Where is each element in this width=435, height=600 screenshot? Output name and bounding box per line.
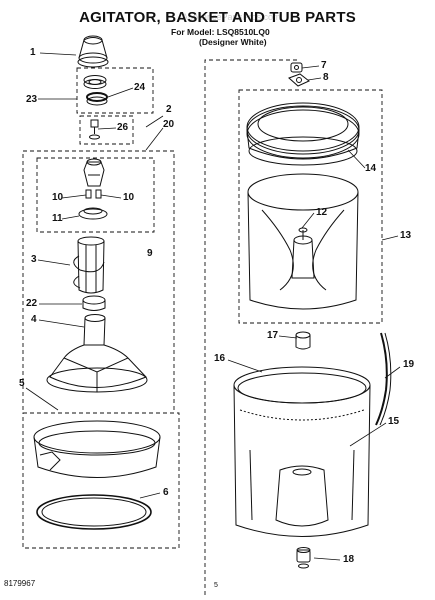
callout-13[interactable]: 13 (400, 230, 412, 241)
part-outer-tub (234, 367, 370, 537)
callout-9[interactable]: 9 (147, 248, 153, 259)
callout-3[interactable]: 3 (31, 254, 37, 265)
part-basket (248, 174, 358, 309)
callout-19[interactable]: 19 (403, 359, 415, 370)
connector-line (205, 60, 300, 595)
part-seal-24 (87, 93, 107, 105)
part-hose-19 (376, 333, 391, 425)
callout-24[interactable]: 24 (134, 82, 146, 93)
callout-10-right[interactable]: 10 (123, 192, 135, 203)
watermark-text: AppliancePartsPros.com (182, 12, 281, 22)
part-hub-17 (296, 332, 310, 349)
callout-15[interactable]: 15 (388, 416, 400, 427)
box-20 (23, 151, 174, 413)
callout-8[interactable]: 8 (323, 72, 329, 83)
leader-lines (26, 53, 400, 560)
callout-10-left[interactable]: 10 (52, 192, 64, 203)
part-bolt-26 (90, 120, 100, 139)
part-tub-ring (34, 421, 160, 478)
part-seal-23 (84, 76, 106, 89)
page-title: AGITATOR, BASKET AND TUB PARTS (79, 9, 356, 26)
callout-18[interactable]: 18 (343, 554, 355, 565)
document-number: 8179967 (4, 579, 36, 588)
part-washer-8 (289, 74, 309, 86)
callout-2[interactable]: 2 (166, 104, 172, 115)
part-auger (74, 237, 104, 293)
callout-4[interactable]: 4 (31, 314, 37, 325)
group-boxes (23, 60, 382, 595)
part-agitator-cap (78, 36, 108, 67)
callout-17[interactable]: 17 (267, 330, 279, 341)
variant-line: (Designer White) (199, 37, 267, 47)
callout-14[interactable]: 14 (365, 163, 377, 174)
part-balance-ring (247, 103, 359, 165)
callout-1[interactable]: 1 (30, 47, 36, 58)
callout-7[interactable]: 7 (321, 60, 327, 71)
part-bearing (83, 296, 105, 311)
callout-12[interactable]: 12 (316, 207, 328, 218)
box-6 (23, 413, 179, 548)
box-23-24 (77, 68, 153, 113)
callout-16[interactable]: 16 (214, 353, 226, 364)
part-agitator-base (47, 315, 147, 393)
callout-26[interactable]: 26 (117, 122, 129, 133)
box-9 (37, 158, 154, 232)
box-26 (80, 116, 133, 144)
callout-5[interactable]: 5 (19, 378, 25, 389)
box-13 (239, 90, 382, 323)
page-mark: 5 (214, 582, 218, 589)
part-agitator-dogs (79, 159, 107, 219)
part-drive-nut-18 (297, 548, 310, 569)
callout-22[interactable]: 22 (26, 298, 38, 309)
part-nut-7 (291, 63, 302, 72)
callout-20[interactable]: 20 (163, 119, 175, 130)
model-line: For Model: LSQ8510LQ0 (171, 27, 270, 37)
callout-23[interactable]: 23 (26, 94, 38, 105)
part-tub-gasket (37, 495, 151, 529)
callout-6[interactable]: 6 (163, 487, 169, 498)
callout-11[interactable]: 11 (52, 213, 63, 224)
